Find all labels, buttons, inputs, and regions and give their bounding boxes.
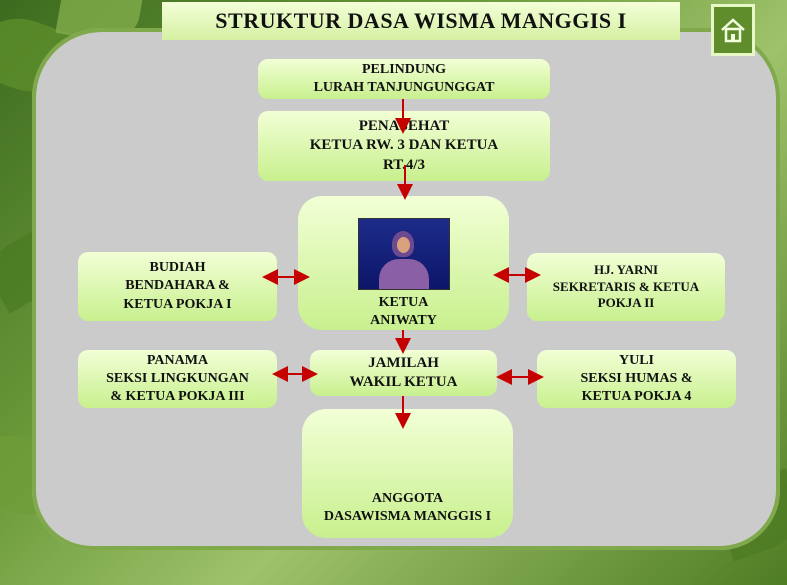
node-line: KETUA POKJA 4 — [581, 389, 692, 405]
node-humas: YULI SEKSI HUMAS & KETUA POKJA 4 — [537, 350, 736, 408]
node-line: PELINDUNG — [361, 61, 446, 77]
node-line: ANIWATY — [370, 312, 437, 328]
node-wakil: JAMILAH WAKIL KETUA — [310, 350, 497, 396]
page-title: STRUKTUR DASA WISMA MANGGIS I — [162, 2, 680, 40]
node-line: HJ. YARNI — [593, 261, 659, 277]
node-line: ANGGOTA — [371, 490, 444, 506]
node-line: & KETUA POKJA III — [110, 389, 245, 405]
node-sekretaris: HJ. YARNI SEKRETARIS & KETUA POKJA II — [527, 253, 725, 321]
node-line: SEKRETARIS & KETUA — [552, 278, 700, 294]
home-icon — [721, 18, 745, 43]
node-line: KETUA — [378, 294, 429, 310]
node-line: PANAMA — [146, 352, 209, 368]
home-button[interactable] — [711, 4, 755, 56]
node-line: DASAWISMA MANGGIS I — [323, 508, 492, 524]
ketua-photo — [357, 218, 450, 290]
node-pelindung: PELINDUNG LURAH TANJUNGUNGGAT — [258, 59, 550, 99]
node-line: SEKSI LINGKUNGAN — [106, 370, 249, 386]
node-line: WAKIL KETUA — [349, 374, 458, 390]
node-line: KETUA RW. 3 DAN KETUA — [309, 137, 499, 154]
node-line: YULI — [618, 352, 654, 368]
node-bendahara: BUDIAH BENDAHARA & KETUA POKJA I — [78, 252, 277, 321]
node-ketua: KETUA ANIWATY — [298, 196, 509, 330]
node-line: BUDIAH — [149, 260, 206, 276]
node-line: JAMILAH — [368, 354, 439, 371]
node-line: SEKSI HUMAS & — [580, 370, 693, 386]
node-line: LURAH TANJUNGUNGGAT — [313, 80, 495, 95]
node-line: RT.4/3 — [382, 156, 426, 173]
node-line: POKJA II — [597, 295, 655, 311]
node-line: BENDAHARA & — [125, 278, 230, 294]
node-lingkungan: PANAMA SEKSI LINGKUNGAN & KETUA POKJA II… — [78, 350, 277, 408]
node-line: KETUA POKJA I — [123, 296, 232, 312]
node-anggota: ANGGOTA DASAWISMA MANGGIS I — [302, 409, 513, 538]
